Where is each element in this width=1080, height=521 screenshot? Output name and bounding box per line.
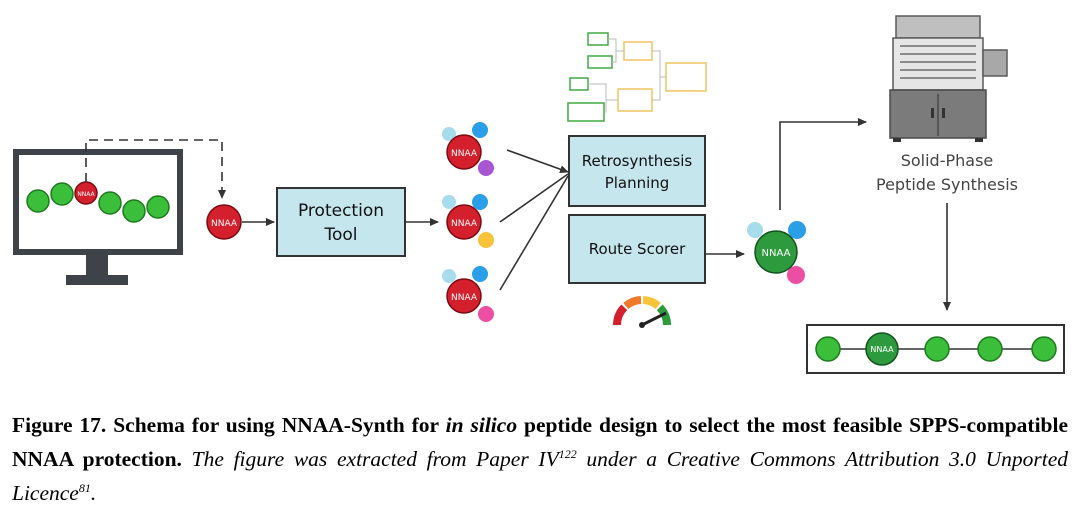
final-peptide: NNAA: [806, 324, 1065, 374]
gauge-icon: [612, 296, 672, 328]
retro-label-2: Planning: [605, 174, 670, 192]
protection-tool-label-1: Protection: [298, 201, 384, 221]
caption-note-1: The figure was extracted from Paper IV: [181, 447, 559, 471]
retrosynthesis-planning-box: Retrosynthesis Planning: [568, 135, 706, 207]
arrow-p2-to-retro: [499, 173, 569, 223]
dashed-extract-arrow: [85, 139, 226, 199]
retrosynthesis-tree-icon: [567, 32, 707, 122]
caption-title-italic: in silico: [445, 413, 518, 437]
protection-tool-label-2: Tool: [323, 225, 357, 245]
monitor-icon: [13, 149, 183, 285]
caption-title-2: peptide design to select the most feasib…: [12, 413, 1069, 471]
nnaa-label-p1: NNAA: [451, 149, 478, 159]
caption-ref-2: 81: [78, 480, 91, 495]
route-scorer-label: Route Scorer: [589, 240, 686, 258]
arrow-to-synthesizer: [779, 118, 867, 210]
caption-ref-1: 122: [558, 446, 577, 461]
best-protected-nnaa: NNAA: [747, 221, 806, 284]
nnaa-synth-schema: NNAA NNAA Protection Tool NNAA NNAA NNAA: [13, 15, 1065, 374]
nnaa-label-p2: NNAA: [451, 219, 478, 229]
spps-label-2: Peptide Synthesis: [876, 175, 1018, 194]
nnaa-label-unprotected: NNAA: [211, 219, 238, 229]
protected-nnaa-1: NNAA: [442, 122, 494, 176]
nnaa-label-p3: NNAA: [451, 293, 478, 303]
arrow-p1-to-retro: [506, 149, 569, 174]
nnaa-label-screen: NNAA: [77, 191, 95, 198]
figure-caption: Figure 17. Schema for using NNAA-Synth f…: [12, 408, 1068, 510]
peptide-synthesizer-icon: [889, 15, 1008, 142]
peptide-on-screen: NNAA: [26, 181, 170, 223]
nnaa-label-best: NNAA: [762, 248, 791, 259]
caption-note-3: .: [90, 481, 97, 505]
protection-tool-box: Protection Tool: [276, 187, 406, 257]
arrow-p3-to-retro: [499, 175, 569, 291]
caption-note-2: under a Creative Commons Attribution 3.0…: [12, 447, 1069, 505]
nnaa-unprotected: NNAA: [206, 204, 242, 240]
spps-label-1: Solid-Phase: [901, 151, 994, 170]
retro-label-1: Retrosynthesis: [582, 152, 693, 170]
caption-title-1: Schema for using NNAA-Synth for: [106, 413, 446, 437]
protected-nnaa-2: NNAA: [442, 194, 494, 248]
caption-figure-label: Figure 17.: [12, 413, 107, 437]
route-scorer-box: Route Scorer: [568, 214, 706, 284]
nnaa-label-final: NNAA: [870, 345, 894, 354]
protected-nnaa-3: NNAA: [442, 266, 494, 322]
